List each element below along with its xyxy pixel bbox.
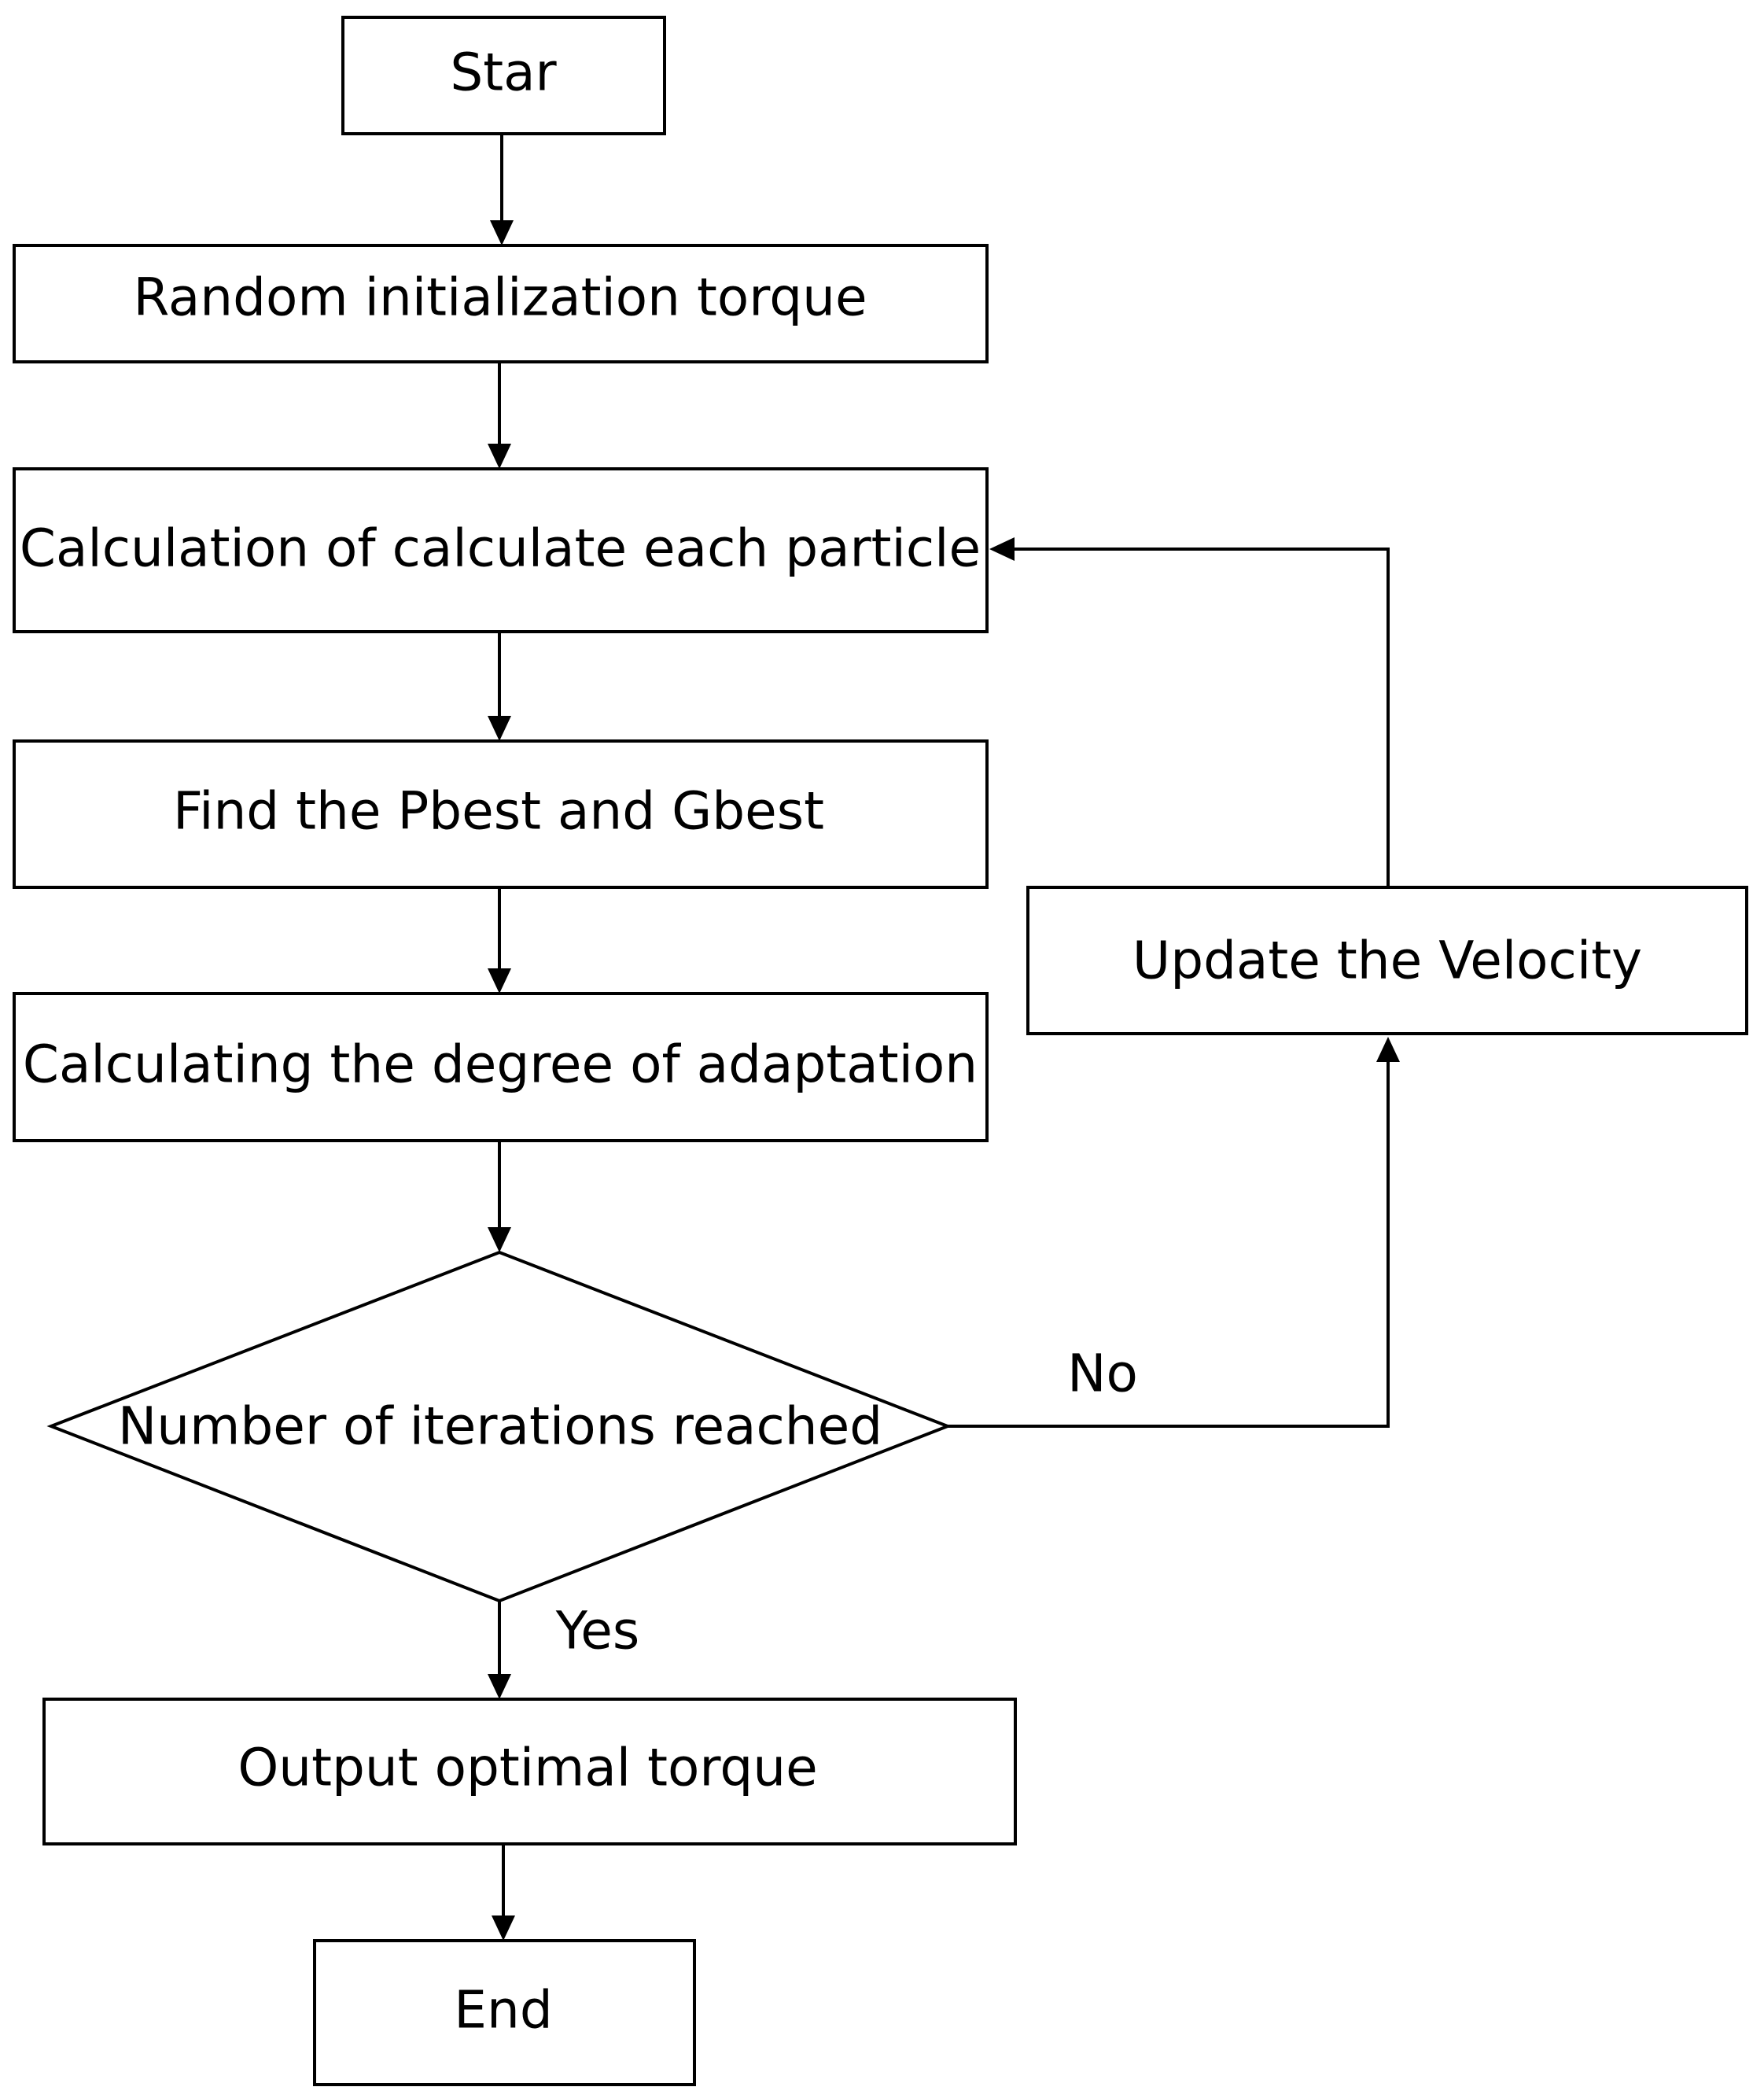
start-label: Star	[450, 42, 557, 103]
arrowhead-end	[492, 1915, 515, 1941]
edges	[488, 134, 1400, 1941]
arrowhead-adapt	[488, 968, 511, 994]
edge-update-to-calc	[1015, 548, 1390, 887]
edge-decision-to-update	[948, 1062, 1390, 1428]
output-box	[42, 1698, 1017, 1845]
arrowhead-calc	[488, 444, 511, 469]
node-calc-adapt: Calculating the degree of adaptation	[13, 992, 989, 1142]
arrowhead-decision	[488, 1227, 511, 1252]
calc-adapt-label: Calculating the degree of adaptation	[23, 1034, 978, 1095]
node-update-velocity: Update the Velocity	[1026, 886, 1748, 1035]
init-box	[13, 244, 989, 363]
node-decision: Number of iterations reached	[46, 1250, 952, 1603]
start-box	[341, 16, 666, 135]
output-label: Output optimal torque	[238, 1738, 817, 1798]
arrowhead-loop	[989, 537, 1015, 561]
update-velocity-box	[1026, 886, 1748, 1035]
node-start: Star	[341, 16, 666, 135]
node-end: End	[313, 1939, 696, 2086]
node-output: Output optimal torque	[42, 1698, 1017, 1845]
node-find-best: Find the Pbest and Gbest	[13, 739, 989, 889]
init-label: Random initialization torque	[133, 267, 867, 328]
node-calc-particle: Calculation of calculate each particle	[13, 467, 989, 633]
node-init: Random initialization torque	[13, 244, 989, 363]
decision-label: Number of iterations reached	[118, 1396, 882, 1457]
update-velocity-label: Update the Velocity	[1132, 931, 1642, 991]
end-label: End	[454, 1980, 552, 2041]
calc-particle-label: Calculation of calculate each particle	[20, 518, 981, 579]
end-box	[313, 1939, 696, 2086]
arrowhead-find	[488, 716, 511, 741]
calc-particle-box	[13, 467, 989, 633]
arrowhead-update	[1376, 1037, 1400, 1062]
find-best-label: Find the Pbest and Gbest	[173, 781, 824, 842]
edge-label-yes: Yes	[555, 1601, 640, 1661]
edge-label-no: No	[1067, 1344, 1138, 1404]
arrowhead-init	[490, 220, 514, 245]
calc-adapt-box	[13, 992, 989, 1142]
arrowhead-output	[488, 1674, 511, 1699]
find-best-box	[13, 739, 989, 889]
decision-diamond	[46, 1250, 952, 1603]
